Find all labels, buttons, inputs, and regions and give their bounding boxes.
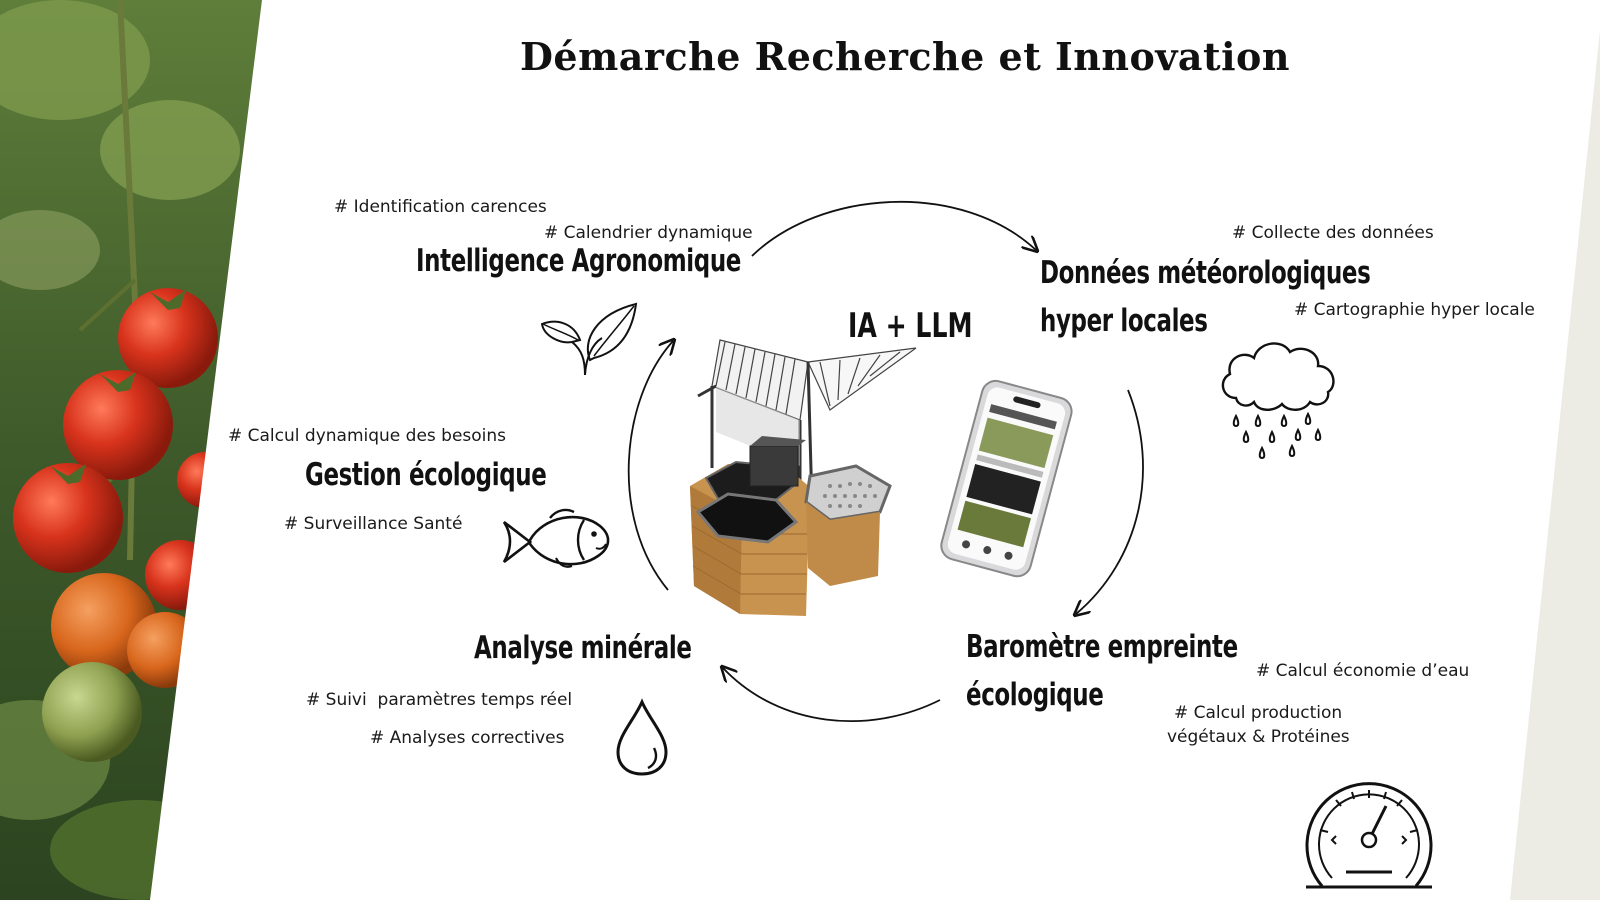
- rain-cloud-icon: [1221, 342, 1335, 460]
- gauge-icon: [1305, 782, 1433, 889]
- center-label-ia-llm: IA + LLM: [848, 306, 973, 346]
- arrow-analyse-to-intelligence: [627, 341, 673, 591]
- heading-analyse-minerale: Analyse minérale: [474, 630, 692, 666]
- smartphone-app-image: [940, 379, 1073, 578]
- tag-calendrier-dynamique: # Calendrier dynamique: [544, 223, 753, 243]
- tag-analyses-correctives: # Analyses correctives: [370, 728, 565, 748]
- tag-calcul-economie-eau: # Calcul économie d’eau: [1256, 661, 1470, 681]
- heading-barometre-line1: Baromètre empreinte: [966, 629, 1238, 665]
- heading-meteo-line2: hyper locales: [1040, 303, 1208, 339]
- page-title: Démarche Recherche et Innovation: [519, 34, 1291, 79]
- arrow-barometre-to-analyse: [723, 668, 941, 722]
- tag-suivi-parametres: # Suivi paramètres temps réel: [306, 690, 573, 710]
- tag-surveillance-sante: # Surveillance Santé: [284, 514, 463, 534]
- leaf-sprout-icon: [540, 302, 638, 376]
- heading-intelligence-agronomique: Intelligence Agronomique: [416, 243, 741, 279]
- tag-identification-carences: # Identification carences: [334, 197, 547, 217]
- heading-meteo-line1: Données météorologiques: [1040, 255, 1371, 291]
- tag-vegetaux-proteines: végétaux & Protéines: [1167, 727, 1350, 747]
- arrow-intelligence-to-meteo: [751, 200, 1036, 257]
- tag-calcul-production: # Calcul production: [1174, 703, 1343, 723]
- smart-planter-image: [690, 339, 917, 616]
- content-panel: [150, 0, 1600, 900]
- heading-gestion-ecologique: Gestion écologique: [305, 457, 547, 493]
- fish-icon: [502, 508, 610, 568]
- tag-calcul-besoins: # Calcul dynamique des besoins: [228, 426, 507, 446]
- water-drop-icon: [616, 698, 668, 776]
- tag-cartographie: # Cartographie hyper locale: [1294, 300, 1535, 320]
- arrow-meteo-to-barometre: [1076, 389, 1144, 614]
- tag-collecte-donnees: # Collecte des données: [1232, 223, 1434, 243]
- heading-barometre-line2: écologique: [966, 677, 1104, 713]
